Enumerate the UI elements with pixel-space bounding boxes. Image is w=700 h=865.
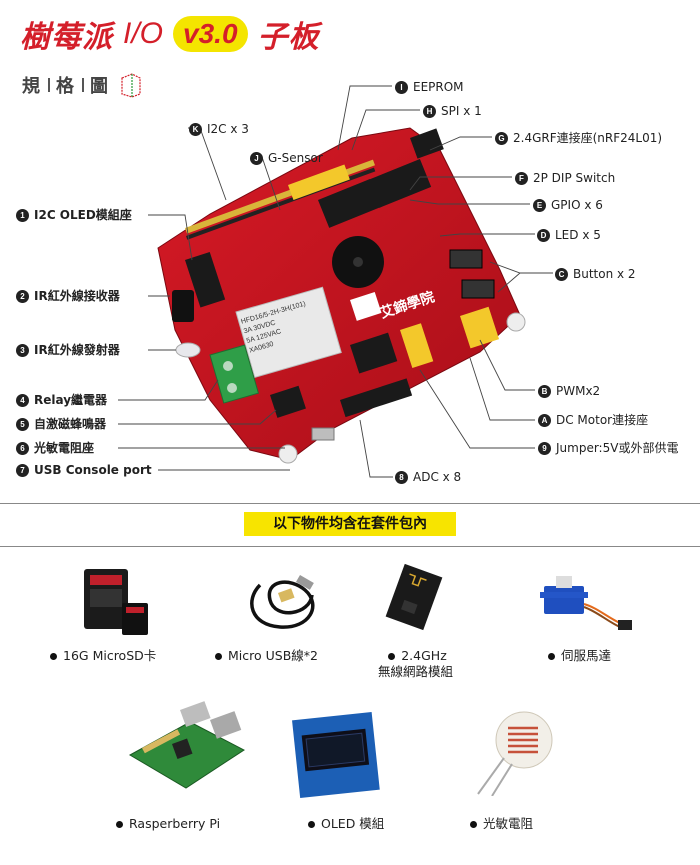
callout-badge: A — [538, 414, 551, 427]
callout-badge: 1 — [16, 209, 29, 222]
kit-item-oled: OLED 模組 — [308, 816, 384, 832]
callout-badge: H — [423, 105, 436, 118]
callout-badge: 5 — [16, 418, 29, 431]
io-board-illustration: 艾鍗學院 — [157, 127, 526, 464]
spec-char-2: 格 — [56, 76, 76, 97]
callout-badge: 3 — [16, 344, 29, 357]
page-title: 樹莓派 I/O v3.0 子板 — [20, 14, 320, 55]
callout-badge: 2 — [16, 290, 29, 303]
callout-badge: J — [250, 152, 263, 165]
callout-badge: I — [395, 81, 408, 94]
photoresistor-icon — [477, 711, 553, 796]
callout-badge: 6 — [16, 442, 29, 455]
callout-badge: C — [555, 268, 568, 281]
wireless-module-icon — [385, 563, 443, 631]
title-suffix: 子板 — [257, 20, 320, 55]
kit-item-photoresistor: 光敏電阻 — [470, 816, 533, 832]
title-cjk: 樹莓派 — [20, 20, 113, 55]
callout-badge: E — [533, 199, 546, 212]
title-version: v3.0 — [173, 16, 248, 52]
usb-cable-icon — [250, 574, 315, 629]
cube-outline-icon — [121, 73, 141, 98]
kit-item-microsd: 16G MicroSD卡 — [50, 648, 156, 664]
callout-badge: K — [189, 123, 202, 136]
spec-heading: 規 格 圖 — [22, 72, 142, 98]
callout-badge: G — [495, 132, 508, 145]
title-io: I/O — [123, 17, 164, 50]
kit-item-servo: 伺服馬達 — [548, 648, 611, 664]
callout-badge: 7 — [16, 464, 29, 477]
callout-badge: B — [538, 385, 551, 398]
spec-char-3: 圖 — [90, 76, 110, 97]
callout-badge: 9 — [538, 442, 551, 455]
kit-heading: 以下物件均含在套件包內 — [244, 512, 456, 536]
kit-divider-band — [0, 503, 700, 547]
callout-badge: 4 — [16, 394, 29, 407]
kit-item-usb-cable: Micro USB線*2 — [215, 648, 318, 664]
spec-char-1: 規 — [22, 76, 42, 97]
raspberry-pi-icon — [128, 701, 245, 789]
callout-badge: F — [515, 172, 528, 185]
kit-item-wireless-module: 2.4GHz 無線網路模組 — [378, 648, 454, 679]
servo-motor-icon — [540, 576, 632, 630]
oled-module-icon — [292, 712, 380, 798]
kit-item-raspberry-pi: Rasperberry Pi — [116, 816, 220, 832]
microsd-card-icon — [84, 569, 148, 635]
callout-badge: 8 — [395, 471, 408, 484]
callout-badge: D — [537, 229, 550, 242]
